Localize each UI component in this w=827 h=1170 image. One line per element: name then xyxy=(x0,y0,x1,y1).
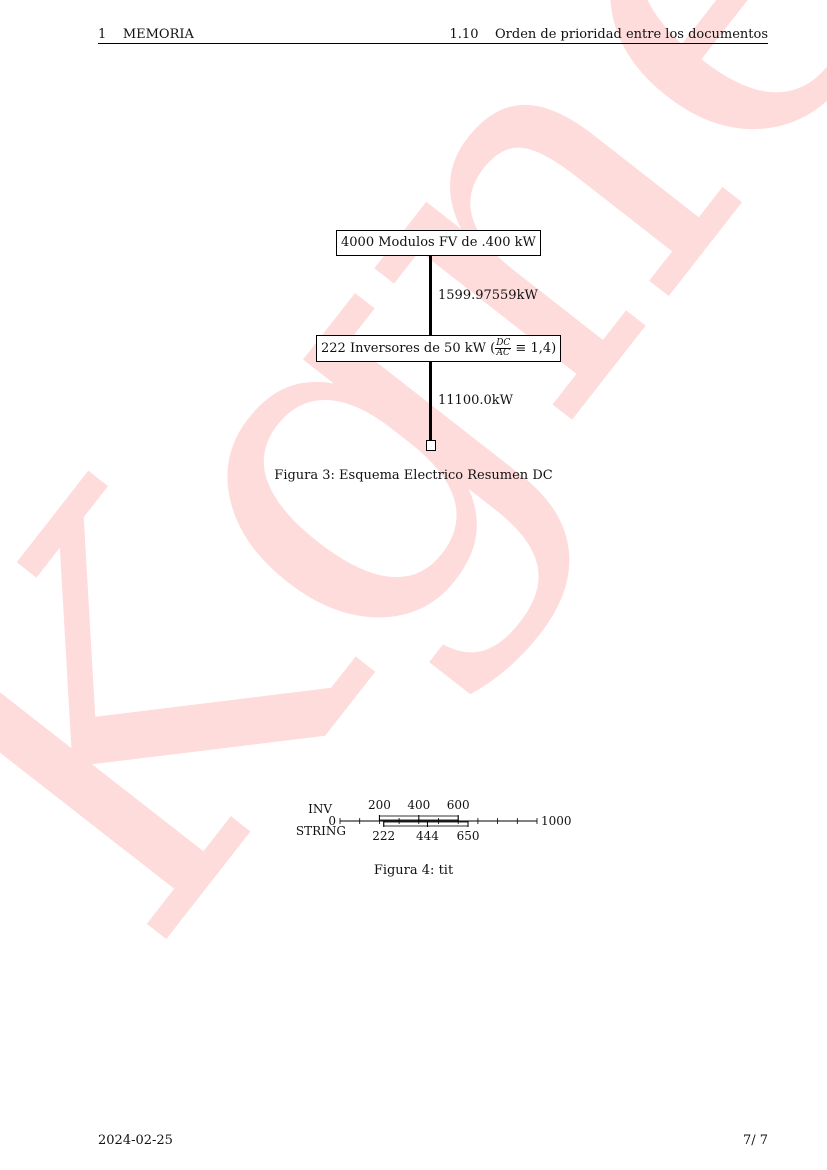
axis-zero-label: 0 xyxy=(328,814,336,828)
figure4-caption: Figura 4: tit xyxy=(373,863,454,878)
footer-page-number: 7/ 7 xyxy=(742,1133,768,1148)
inv-tick-label: 200 xyxy=(368,798,391,812)
header-rule xyxy=(98,43,768,44)
terminal-node xyxy=(426,440,436,451)
inv-row-label: INV xyxy=(308,802,332,816)
inv-tick-label: 600 xyxy=(447,798,470,812)
connector-line-1 xyxy=(429,256,432,336)
header-subsection-number: 1.10 xyxy=(449,27,479,42)
string-tick-label: 222 xyxy=(372,829,395,843)
header-section-number: 1 xyxy=(98,27,107,42)
connector-line-2 xyxy=(429,362,432,440)
running-header-right: 1.10 Orden de prioridad entre los docume… xyxy=(450,27,768,43)
axis-max-label: 1000 xyxy=(541,814,572,828)
link1-power-label: 1599.97559kW xyxy=(438,288,538,303)
fraction-denominator: AC xyxy=(496,348,510,358)
fraction-numerator: DC xyxy=(495,338,512,349)
header-section-title: MEMORIA xyxy=(122,27,194,42)
string-tick-label: 650 xyxy=(457,829,480,843)
inv-tick-label: 400 xyxy=(407,798,430,812)
string-range-bar xyxy=(383,821,469,827)
footer-date: 2024-02-25 xyxy=(98,1133,173,1148)
running-header-left: 1 MEMORIA xyxy=(98,27,194,43)
range-chart: 0 1000 INV STRING 200 400 600 222 444 650 xyxy=(296,798,572,843)
string-row-label: STRING xyxy=(296,824,346,838)
pv-modules-box: 4000 Modulos FV de .400 kW xyxy=(336,230,541,256)
inverters-label-prefix: 222 Inversores de 50 kW ( xyxy=(321,341,496,356)
string-tick-label: 444 xyxy=(416,829,439,843)
header-subsection-title: Orden de prioridad entre los documentos xyxy=(495,27,768,42)
inverters-label-suffix: ≡ 1,4) xyxy=(511,341,557,356)
pv-modules-label: 4000 Modulos FV de .400 kW xyxy=(341,235,536,250)
figure3-caption: Figura 3: Esquema Electrico Resumen DC xyxy=(274,468,553,483)
link2-power-label: 11100.0kW xyxy=(438,393,513,408)
